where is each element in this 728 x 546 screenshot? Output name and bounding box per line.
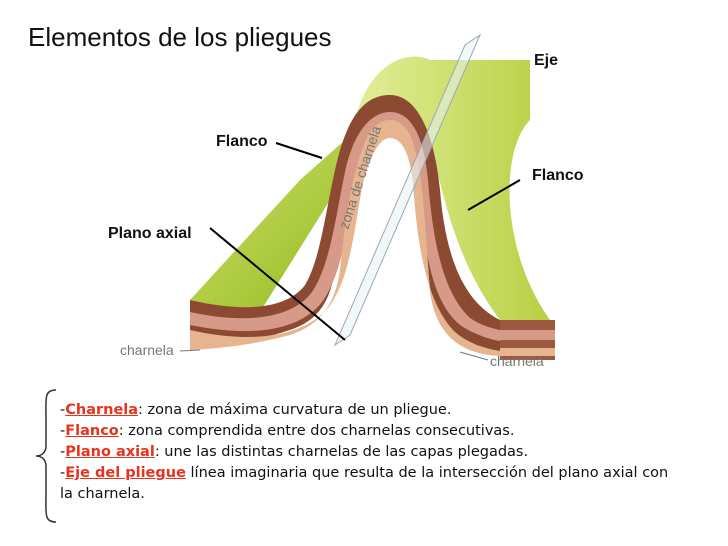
- flanco-right-label: Flanco: [532, 167, 584, 184]
- axial-plane: [333, 33, 482, 347]
- term-eje-del-pliegue: Eje del pliegue: [65, 465, 186, 481]
- charnela-label-left: charnela: [120, 342, 174, 358]
- fold-top-surface-left: [190, 140, 365, 320]
- eje-label: Eje: [534, 52, 559, 69]
- pointer-flanco-right: [467, 179, 521, 211]
- fold-layers: [190, 95, 550, 360]
- plano-axial-label: Plano axial: [108, 225, 192, 242]
- legend-item-eje: -Eje del pliegue línea imaginaria que re…: [60, 465, 669, 502]
- pointer-flanco-left: [275, 142, 323, 159]
- legend-item-flanco: -Flanco: zona comprendida entre dos char…: [60, 423, 515, 439]
- legend-item-plano-axial: -Plano axial: une las distintas charnela…: [60, 444, 529, 460]
- term-charnela: Charnela: [65, 402, 139, 418]
- legend: -Charnela: zona de máxima curvatura de u…: [60, 400, 680, 505]
- fold-top-surface-right: [355, 56, 550, 321]
- flanco-left-label: Flanco: [216, 133, 268, 150]
- term-flanco: Flanco: [65, 423, 119, 439]
- legend-item-charnela: -Charnela: zona de máxima curvatura de u…: [60, 402, 452, 418]
- charnela-label-right: charnela: [490, 353, 544, 369]
- page-title: Elementos de los pliegues: [28, 22, 332, 52]
- pointer-plano-axial: [209, 227, 346, 341]
- term-plano-axial: Plano axial: [65, 444, 155, 460]
- brace-icon: [35, 389, 57, 523]
